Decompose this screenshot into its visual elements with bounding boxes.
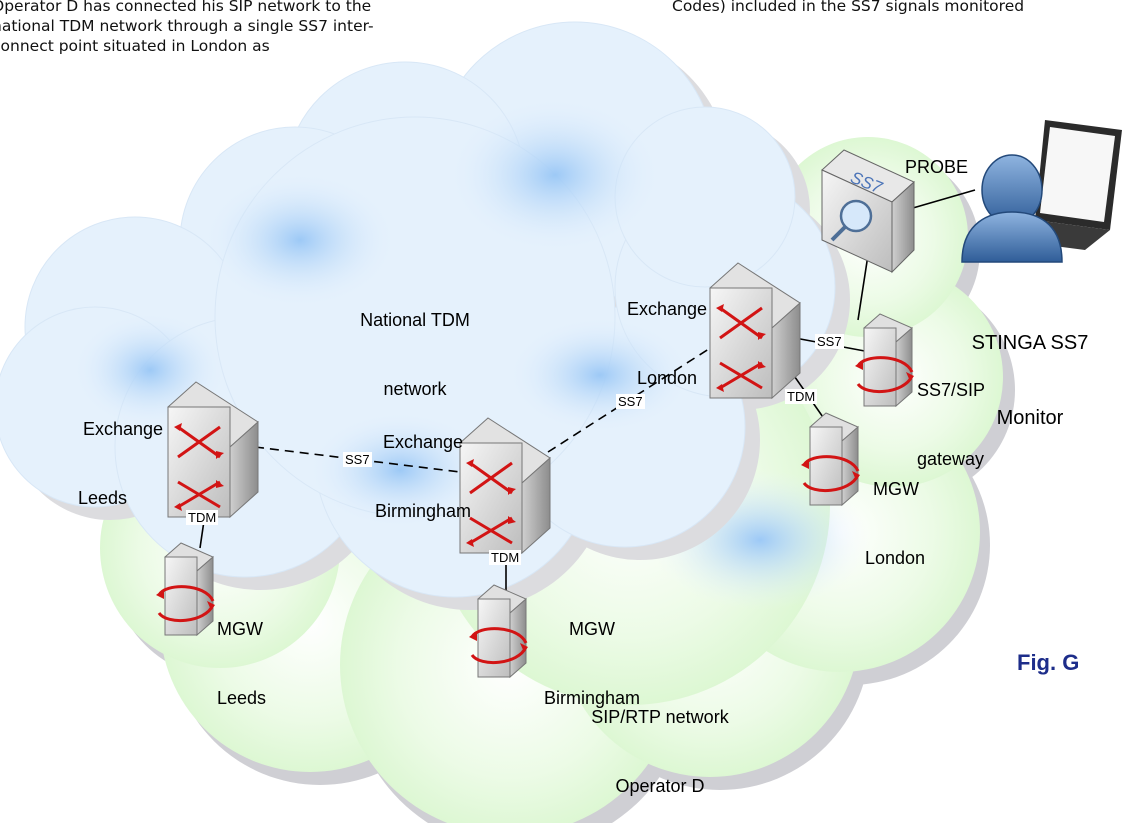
exchange-london-label: Exchange London (612, 252, 722, 413)
sip-network-label: SIP/RTP network Operator D (565, 660, 755, 821)
node-label-line: Birmingham (374, 501, 472, 521)
exchange-birmingham-label: Exchange Birmingham (368, 385, 478, 546)
node-label-line: Birmingham (543, 688, 641, 708)
link-leeds-birmingham (254, 446, 461, 473)
tdm-link-label: TDM (186, 510, 219, 525)
intro-text-right: Codes) included in the SS7 signals monit… (672, 0, 1025, 15)
node-label-line: gateway (917, 449, 985, 469)
node-label-line: Leeds (217, 688, 267, 708)
figure-label: Fig. G (1017, 650, 1080, 675)
mgw-london-label: MGW London (865, 432, 925, 593)
magnifier-icon (839, 199, 873, 233)
node-label-line: Exchange (382, 432, 464, 452)
sip-label-line: SIP/RTP network (591, 707, 729, 727)
intro-text-left: Operator D has connected his SIP network… (0, 0, 374, 56)
link-probe-monitor (905, 189, 976, 211)
monitor-label-line: STINGA SS7 (971, 332, 1089, 354)
ss7-probe-device (821, 149, 915, 274)
mgw-birmingham-label: MGW Birmingham (527, 572, 657, 733)
tdm-label-line: network (383, 379, 447, 399)
stinga-monitor-label: STINGA SS7 Monitor (945, 281, 1115, 456)
ss7-link-label: SS7 (343, 452, 372, 467)
node-label-line: Exchange (626, 299, 708, 319)
intro-line: connect point situated in London as (0, 37, 270, 55)
mgw-london-server (801, 412, 860, 507)
mgw-leeds-label: MGW Leeds (217, 572, 266, 733)
tdm-network-label: National TDM network (345, 263, 485, 424)
ss7-link-label: SS7 (815, 334, 844, 349)
monitor-label-line: Monitor (996, 407, 1064, 429)
tdm-link-label: TDM (489, 550, 522, 565)
tdm-link-label: TDM (785, 389, 818, 404)
mgw-leeds-server (156, 542, 215, 637)
exchange-leeds-switch (167, 381, 259, 519)
probe-label: PROBE (905, 157, 969, 177)
exchange-london-switch (709, 262, 801, 400)
node-label-line: London (865, 548, 926, 568)
ss7-sip-gateway-server (855, 313, 914, 408)
sip-label-line: Operator D (615, 776, 705, 796)
exchange-leeds-label: Exchange Leeds (68, 372, 178, 533)
ss7-sip-gateway-label: SS7/SIP gateway (917, 333, 985, 494)
ss7-link-label: SS7 (616, 394, 645, 409)
intro-line: national TDM network through a single SS… (0, 17, 374, 35)
mgw-birmingham-server (469, 584, 528, 679)
node-label-line: MGW (873, 479, 919, 499)
intro-line: Operator D has connected his SIP network… (0, 0, 372, 15)
link-birmingham-london (547, 344, 716, 453)
node-label-line: MGW (217, 619, 263, 639)
link-probe-gateway (857, 254, 869, 321)
node-label-line: SS7/SIP (917, 380, 986, 400)
tdm-label-line: National TDM (360, 310, 470, 330)
person-icon (961, 154, 1063, 263)
exchange-birmingham-switch (459, 417, 551, 555)
node-label-line: London (636, 368, 698, 388)
node-label-line: MGW (569, 619, 615, 639)
node-label-line: Exchange (82, 419, 164, 439)
node-label-line: Leeds (78, 488, 128, 508)
